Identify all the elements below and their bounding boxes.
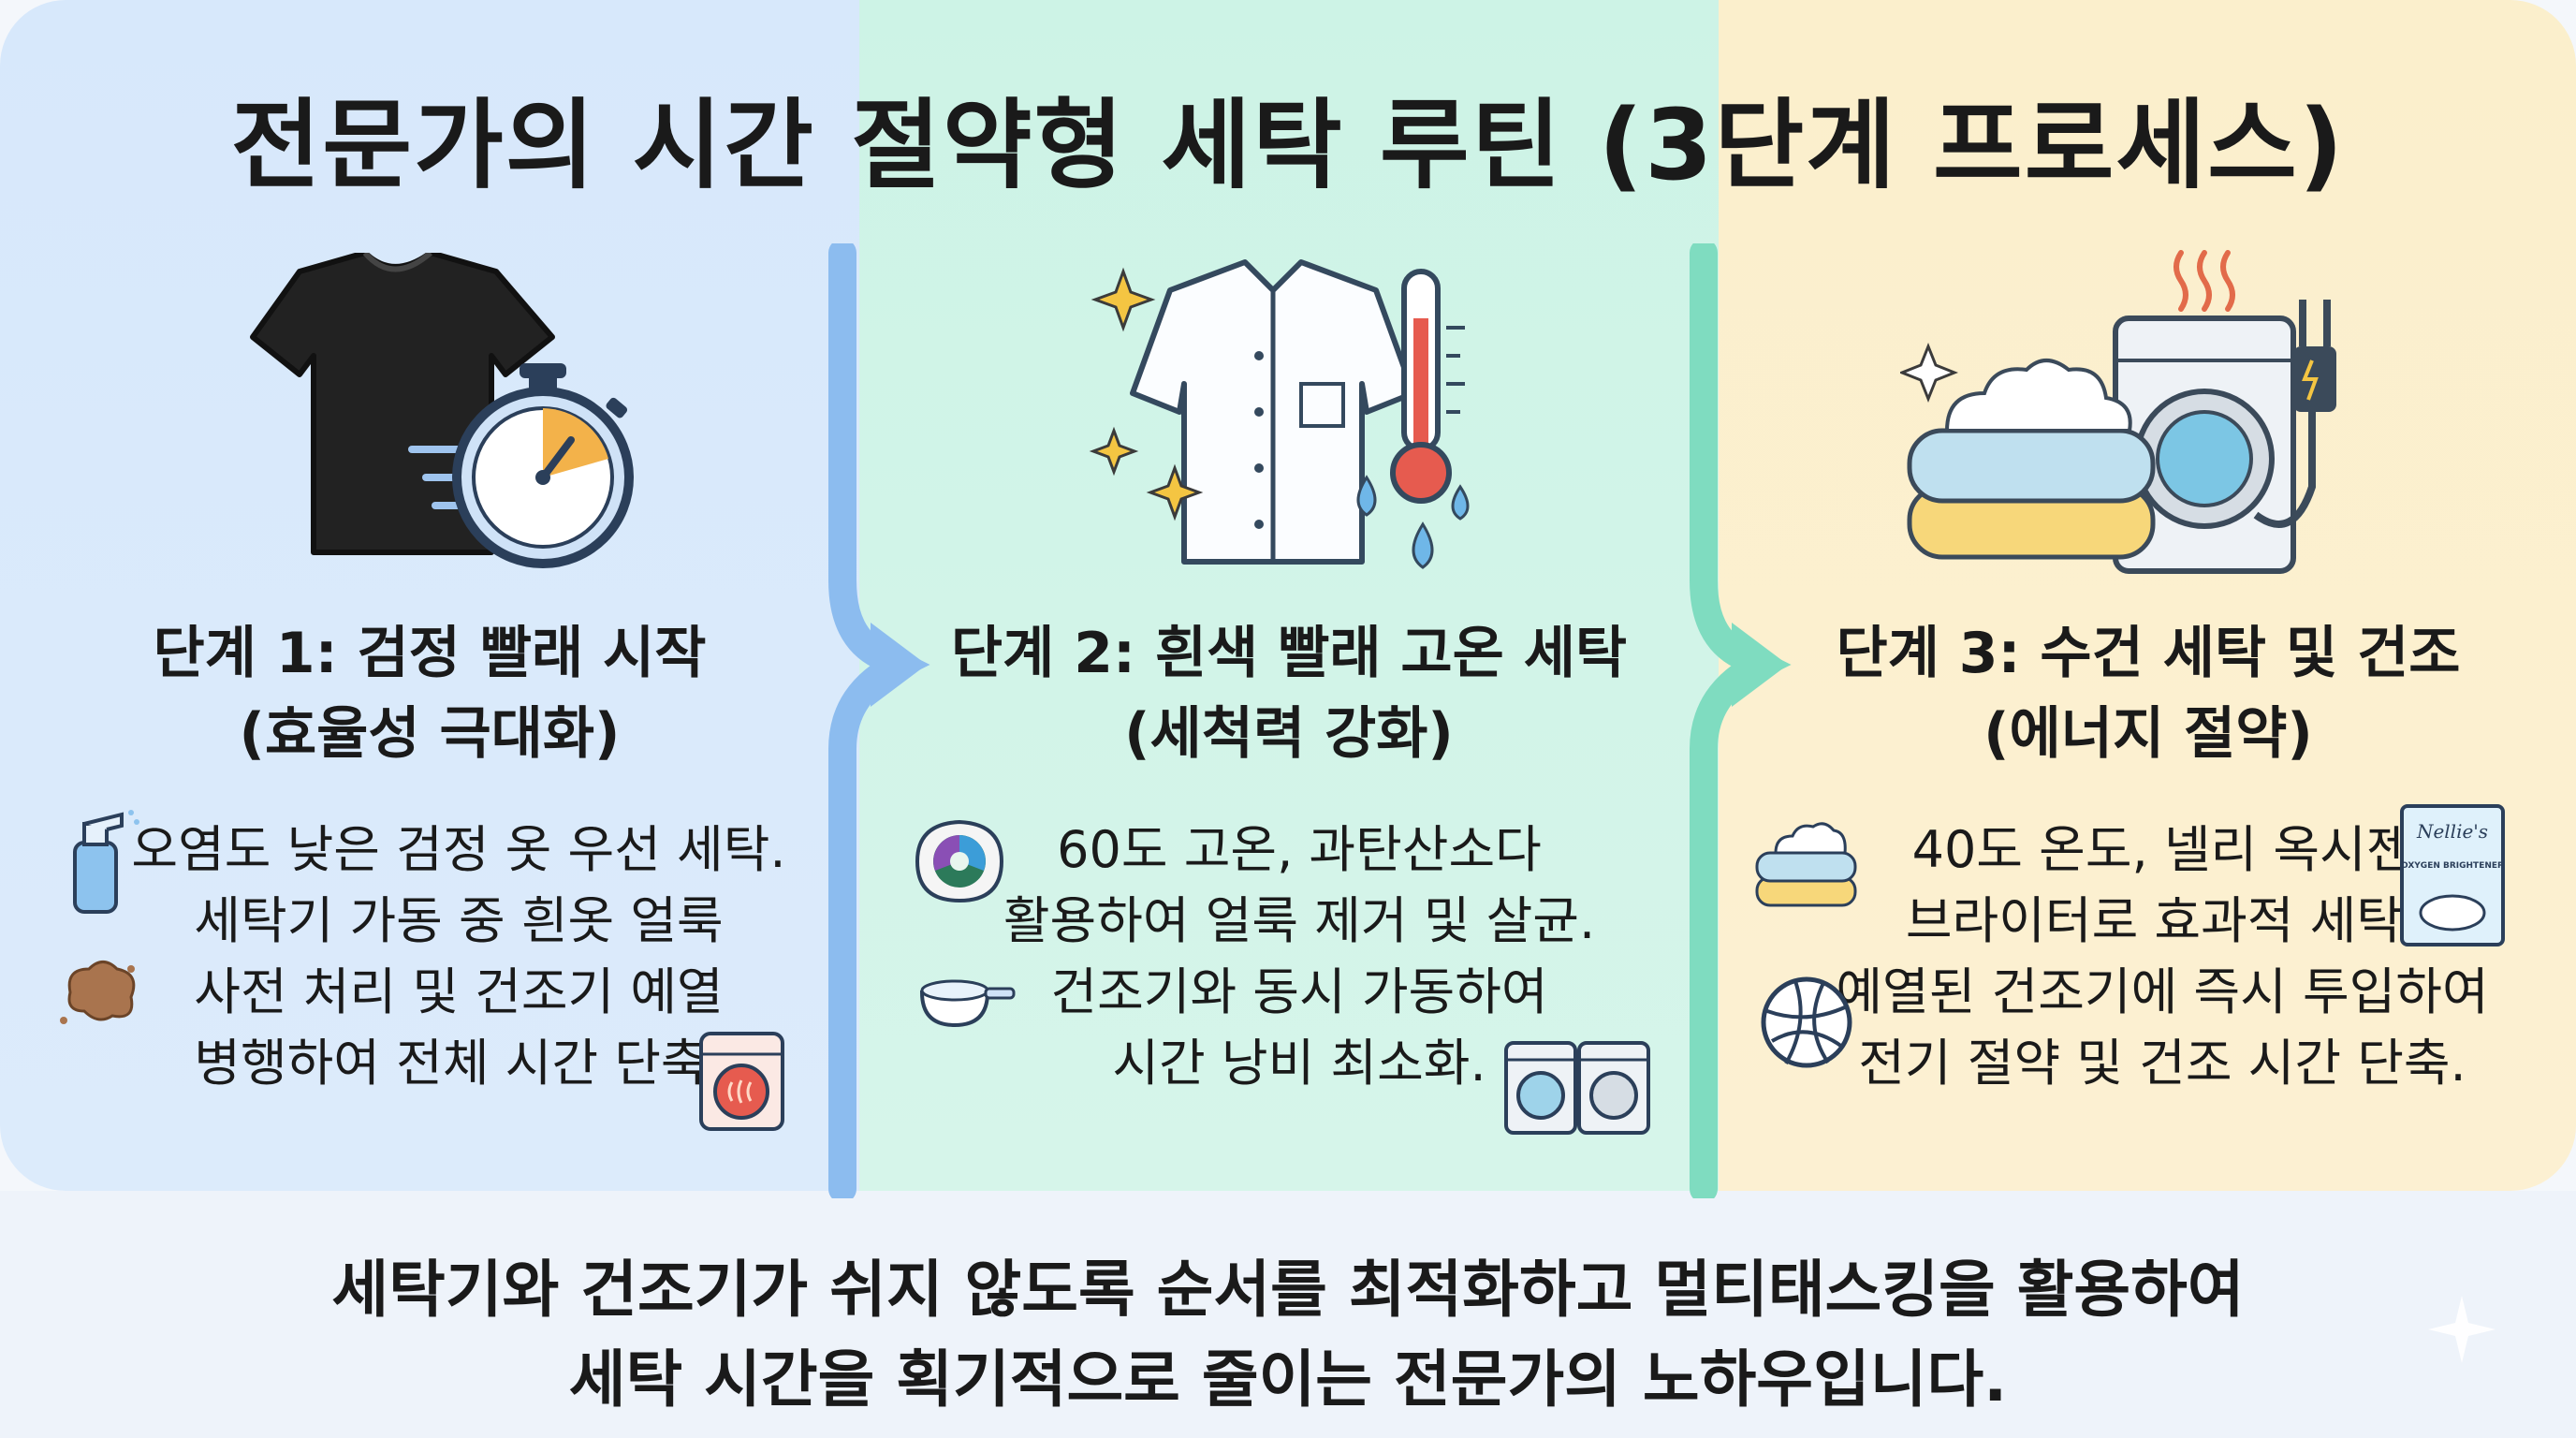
step-3-line-2: 브라이터로 효과적 세탁. xyxy=(1905,891,2420,950)
step-3-heading: 단계 3: 수건 세탁 및 건조 (에너지 절약) xyxy=(1719,613,2576,774)
step-1-panel xyxy=(0,0,859,1191)
step-1-line-3: 사전 처리 및 건조기 예열 xyxy=(194,962,724,1021)
dryer-ball-icon xyxy=(1761,976,1852,1068)
detergent-pod-icon xyxy=(915,819,1004,903)
footer-summary: 세탁기와 건조기가 쉬지 않도록 순서를 최적화하고 멀티태스킹을 활용하여 세… xyxy=(0,1245,2576,1425)
box-product-label: OXYGEN BRIGHTENER xyxy=(2401,861,2504,871)
step-1-title: 단계 1: 검정 빨래 시작 xyxy=(153,621,707,686)
oxygen-brightener-box-icon: Nellie's OXYGEN BRIGHTENER xyxy=(2400,804,2505,946)
step-2-line-2: 활용하여 얼룩 제거 및 살균. xyxy=(1003,891,1596,950)
stain-icon xyxy=(60,961,136,1024)
washer-dryer-icon xyxy=(1504,1041,1650,1135)
page-title: 전문가의 시간 절약형 세탁 루틴 (3단계 프로세스) xyxy=(230,88,2346,202)
step-1-subtitle: (효율성 극대화) xyxy=(239,701,621,767)
box-brand-label: Nellie's xyxy=(2416,820,2488,843)
footer-line-2: 세탁 시간을 획기적으로 줄이는 전문가의 노하우입니다. xyxy=(568,1343,2008,1416)
footer-line-1: 세탁기와 건조기가 쉬지 않도록 순서를 최적화하고 멀티태스킹을 활용하여 xyxy=(331,1254,2245,1326)
black-tshirt-stopwatch-icon xyxy=(250,253,634,568)
step-1-line-4: 병행하여 전체 시간 단축. xyxy=(194,1034,724,1093)
spray-bottle-icon xyxy=(73,810,139,914)
dryer-icon xyxy=(699,1032,784,1131)
step-2-line-4: 시간 낭비 최소화. xyxy=(1112,1034,1486,1093)
sparkle-icon xyxy=(2428,1296,2496,1363)
white-shirt-thermometer-icon xyxy=(1089,259,1470,569)
towel-stack-icon xyxy=(1755,822,1857,907)
step-3-line-3: 예열된 건조기에 즉시 투입하여 xyxy=(1836,962,2489,1021)
step-2-line-3: 건조기와 동시 가동하여 xyxy=(1050,962,1548,1021)
arrow-step2-to-step3-icon xyxy=(1690,243,1792,1198)
step-2-description: 60도 고온, 과탄산소다 활용하여 얼룩 제거 및 살균. 건조기와 동시 가… xyxy=(972,814,1627,1099)
step-3-line-4: 전기 절약 및 건조 시간 단축. xyxy=(1858,1034,2466,1093)
step-2-line-1: 60도 고온, 과탄산소다 xyxy=(1057,820,1542,879)
step-3-description: 40도 온도, 넬리 옥시젠 브라이터로 효과적 세탁. 예열된 건조기에 즉시… xyxy=(1835,814,2490,1099)
arrow-step1-to-step2-icon xyxy=(824,243,930,1198)
step-3-subtitle: (에너지 절약) xyxy=(1983,701,2313,767)
footer-band xyxy=(0,1191,2576,1438)
step-3-panel xyxy=(1719,0,2576,1191)
step-1-line-2: 세탁기 가동 중 흰옷 얼룩 xyxy=(194,891,724,950)
step-2-heading: 단계 2: 흰색 빨래 고온 세탁 (세척력 강화) xyxy=(859,613,1719,774)
towels-washing-machine-icon xyxy=(1900,250,2336,574)
measuring-scoop-icon xyxy=(919,979,1016,1028)
step-2-title: 단계 2: 흰색 빨래 고온 세탁 xyxy=(950,621,1628,686)
step-1-line-1: 오염도 낮은 검정 옷 우선 세탁. xyxy=(131,820,786,879)
step-1-description: 오염도 낮은 검정 옷 우선 세탁. 세탁기 가동 중 흰옷 얼룩 사전 처리 … xyxy=(131,814,786,1099)
step-3-title: 단계 3: 수건 세탁 및 건조 xyxy=(1836,621,2461,686)
step-2-subtitle: (세척력 강화) xyxy=(1124,701,1454,767)
step-3-line-1: 40도 온도, 넬리 옥시젠 xyxy=(1911,820,2413,879)
step-1-heading: 단계 1: 검정 빨래 시작 (효율성 극대화) xyxy=(0,613,859,774)
